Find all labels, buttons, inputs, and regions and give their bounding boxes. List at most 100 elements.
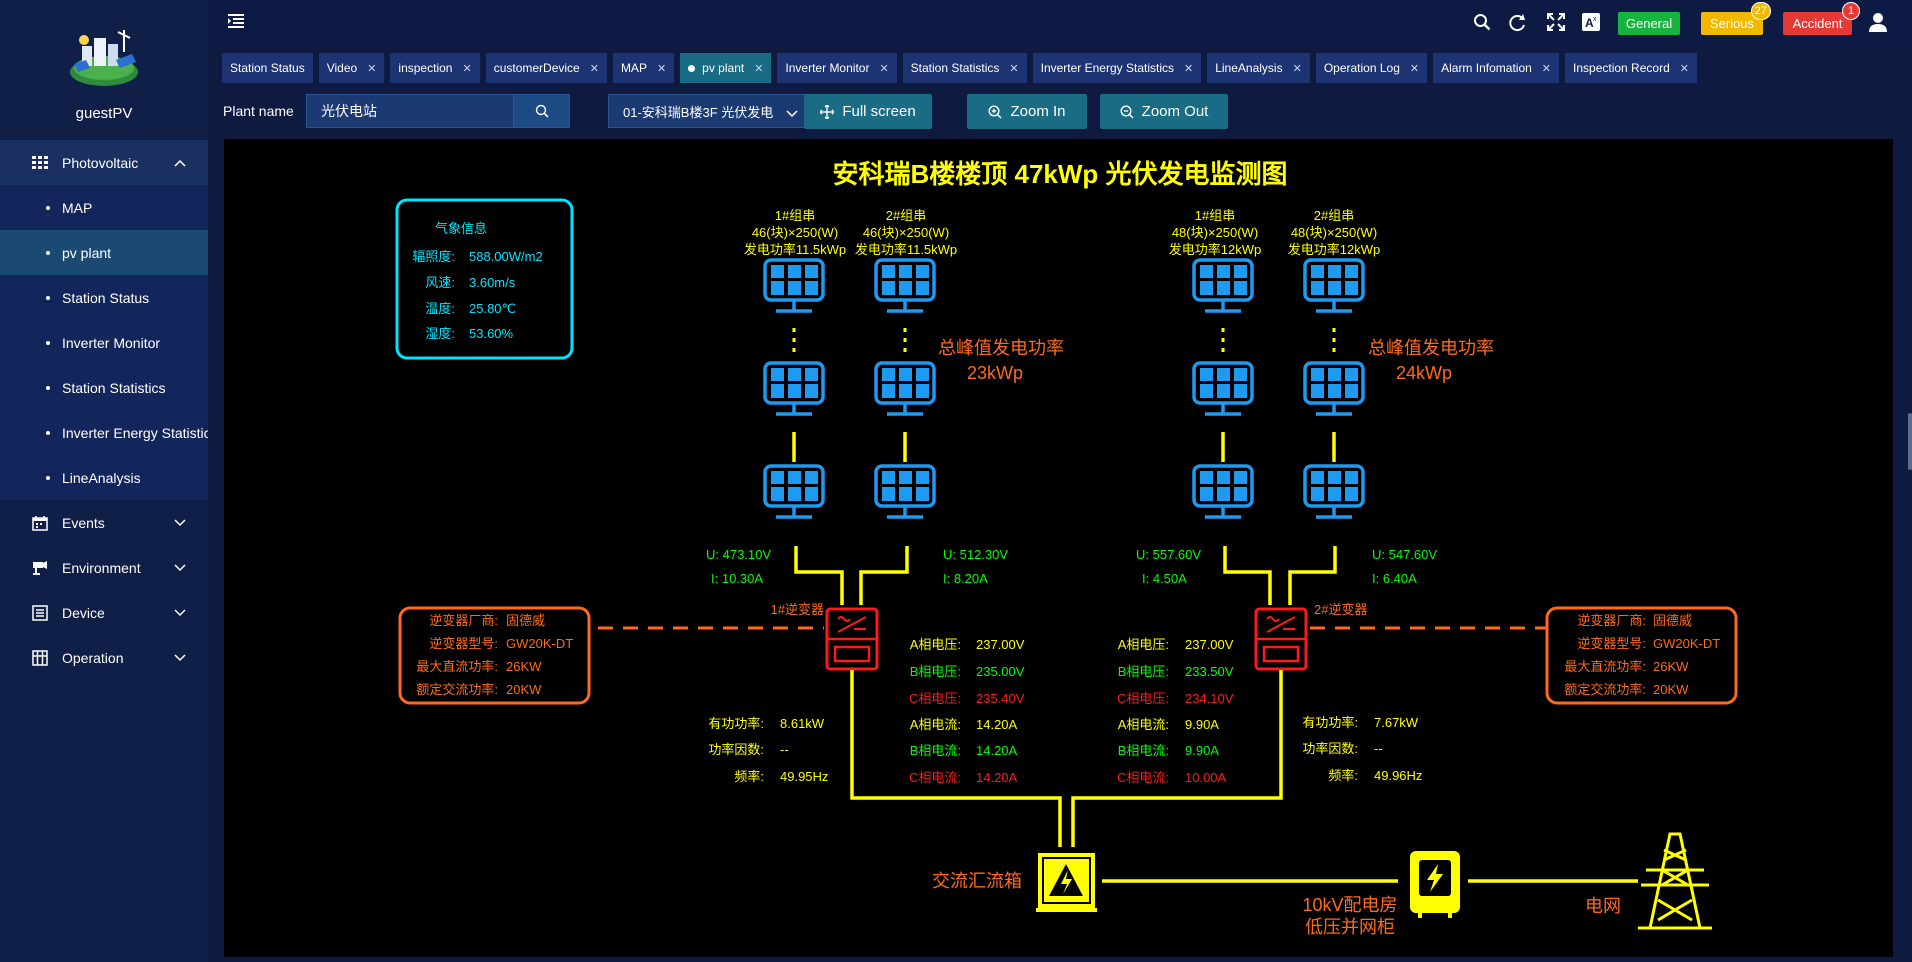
tab-video[interactable]: Video✕: [318, 53, 385, 83]
bullet-icon: [46, 205, 50, 210]
inverter-vendor-label: 逆变器厂商:: [429, 613, 498, 628]
tab-alarm-information[interactable]: Alarm Infomation ✕: [1433, 53, 1560, 83]
sidebar-item-lineanalysis[interactable]: LineAnalysis: [0, 455, 208, 500]
inverter-ratedac-label: 额定交流功率:: [416, 682, 498, 697]
nav-photovoltaic[interactable]: Photovoltaic: [0, 140, 208, 185]
phase-label: C相电流:: [1117, 770, 1169, 785]
scrollbar-thumb[interactable]: [1908, 413, 1912, 470]
ac-cables: [850, 670, 1638, 883]
phase-value: 235.00V: [976, 664, 1025, 679]
tab-lineanalysis[interactable]: LineAnalysis✕: [1207, 53, 1310, 83]
string-name: 2#组串: [886, 208, 926, 223]
sidebar-item-inverter-monitor[interactable]: Inverter Monitor: [0, 320, 208, 365]
tab-inverter-monitor[interactable]: Inverter Monitor✕: [777, 53, 897, 83]
nav-device[interactable]: Device: [0, 590, 208, 635]
ac-combiner-box-icon[interactable]: [1036, 853, 1097, 912]
tab-inspection-record[interactable]: Inspection Record✕: [1565, 53, 1697, 83]
close-icon[interactable]: ✕: [754, 62, 764, 75]
phase-label: A相电压:: [910, 637, 961, 652]
inverter-maxdc-label: 最大直流功率:: [416, 659, 498, 674]
tab-label: Alarm Infomation: [1441, 61, 1532, 75]
close-icon[interactable]: ✕: [462, 62, 472, 75]
close-icon[interactable]: ✕: [589, 62, 599, 75]
close-icon[interactable]: ✕: [1541, 62, 1552, 75]
zoom-in-button[interactable]: Zoom In: [967, 94, 1087, 129]
search-icon[interactable]: [1473, 13, 1491, 36]
nav-operation[interactable]: Operation: [0, 635, 208, 680]
inverter-icon[interactable]: [1254, 607, 1308, 671]
sidebar-item-inverter-energy-statistics[interactable]: Inverter Energy Statistics: [0, 410, 208, 455]
weather-humidity-label: 湿度:: [425, 326, 455, 341]
weather-temp-label: 温度:: [425, 301, 455, 316]
inverter-1-phase-readouts: A相电压: 237.00V B相电压: 235.00V C相电压: 235.40…: [909, 637, 1025, 785]
close-icon[interactable]: ✕: [1009, 62, 1019, 75]
phase-label: C相电压:: [1117, 691, 1169, 706]
plant-device-select[interactable]: 01-安科瑞B楼3F 光伏发电: [608, 94, 809, 128]
general-alarm-button[interactable]: General: [1618, 12, 1680, 35]
close-icon[interactable]: ✕: [656, 62, 667, 75]
tab-pv-plant[interactable]: pv plant✕: [680, 53, 772, 83]
substation-cabinet-icon[interactable]: [1410, 851, 1460, 918]
fullscreen-icon[interactable]: [1547, 13, 1565, 36]
tab-label: Operation Log: [1323, 61, 1400, 75]
chevron-down-icon: [786, 106, 798, 121]
user-avatar-icon[interactable]: [1868, 12, 1888, 37]
tab-bar: Station Status Video✕ inspection✕ custom…: [222, 53, 1703, 83]
sidebar-item-label: LineAnalysis: [62, 469, 141, 486]
nav-events[interactable]: Events: [0, 500, 208, 545]
close-icon[interactable]: ✕: [879, 62, 889, 75]
power-label: 有功功率:: [1302, 715, 1358, 730]
solar-panel-icon: [763, 258, 1365, 519]
plant-search-button[interactable]: [513, 94, 570, 128]
sidebar-item-station-statistics[interactable]: Station Statistics: [0, 365, 208, 410]
inverter-maxdc-label: 最大直流功率:: [1564, 659, 1646, 674]
menu-toggle-icon[interactable]: [228, 14, 244, 33]
inverter-vendor-label: 逆变器厂商:: [1577, 613, 1646, 628]
tab-operation-log[interactable]: Operation Log ✕: [1315, 53, 1428, 83]
bullet-icon: [46, 430, 50, 435]
sidebar-item-label: Inverter Energy Statistics: [62, 424, 208, 441]
inverter-icon[interactable]: [825, 607, 879, 671]
chevron-down-icon: [174, 514, 186, 530]
chevron-up-icon: [174, 154, 186, 170]
close-icon[interactable]: ✕: [1679, 62, 1689, 75]
power-label: 频率:: [734, 769, 764, 784]
phase-value: 234.10V: [1185, 691, 1234, 706]
tab-inspection[interactable]: inspection✕: [390, 53, 480, 83]
nav-label: Operation: [62, 649, 124, 666]
tab-label: MAP: [620, 61, 647, 75]
tab-inverter-energy-statistics[interactable]: Inverter Energy Statistics✕: [1032, 53, 1202, 83]
dc-voltage: U: 547.60V: [1372, 547, 1437, 562]
sidebar-item-pv-plant[interactable]: pv plant: [0, 230, 208, 275]
tab-station-status[interactable]: Station Status: [222, 53, 313, 83]
zoom-out-button[interactable]: Zoom Out: [1100, 94, 1228, 129]
refresh-icon[interactable]: [1508, 13, 1527, 37]
tab-customer-device[interactable]: customerDevice✕: [485, 53, 607, 83]
nav-label: Photovoltaic: [62, 154, 139, 171]
full-screen-button[interactable]: Full screen: [804, 94, 932, 129]
inverter-vendor-value: 固德威: [1653, 613, 1692, 628]
close-icon[interactable]: ✕: [1292, 62, 1302, 75]
tab-station-statistics[interactable]: Station Statistics ✕: [902, 53, 1027, 83]
sidebar: guestPV Photovoltaic MAP pv plant Statio…: [0, 0, 208, 962]
inverter-vendor-value: 固德威: [506, 613, 545, 628]
nav-environment[interactable]: Environment: [0, 545, 208, 590]
close-icon[interactable]: ✕: [1184, 62, 1194, 75]
tab-label: Station Statistics: [910, 61, 1000, 75]
close-icon[interactable]: ✕: [1409, 62, 1420, 75]
dc-current: I: 8.20A: [943, 571, 988, 586]
camera-icon: [30, 558, 50, 578]
close-icon[interactable]: ✕: [367, 62, 377, 75]
inverter-name: 2#逆变器: [1314, 602, 1367, 617]
sidebar-item-map[interactable]: MAP: [0, 185, 208, 230]
phase-value: 10.00A: [1185, 770, 1227, 785]
phase-label: C相电流:: [909, 770, 961, 785]
string-spec: 48(块)×250(W): [1291, 225, 1377, 240]
plant-name-input[interactable]: [306, 94, 513, 128]
tab-map[interactable]: MAP ✕: [612, 53, 675, 83]
sidebar-item-station-status[interactable]: Station Status: [0, 275, 208, 320]
dc-current: I: 4.50A: [1142, 571, 1187, 586]
